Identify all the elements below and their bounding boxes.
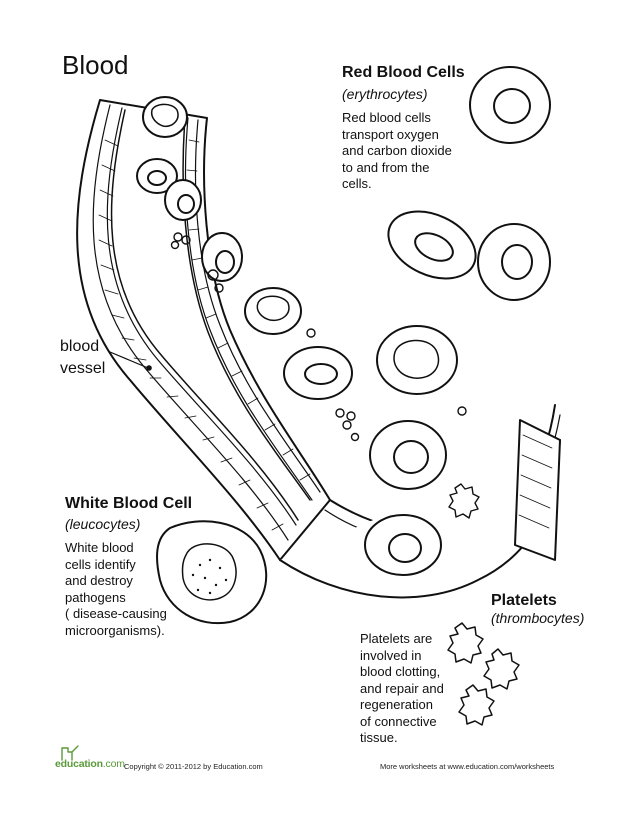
footer-more-worksheets: More worksheets at www.education.com/wor… xyxy=(380,762,555,771)
red-blood-cells-description: Red blood cells transport oxygen and car… xyxy=(342,110,452,191)
white-blood-cell-description: White blood cells identify and destroy p… xyxy=(65,540,167,638)
platelets-standalone xyxy=(447,622,520,726)
red-blood-cells-subtitle: (erythrocytes) xyxy=(342,86,428,102)
footer-logo-text: education.com xyxy=(55,758,125,770)
red-blood-cells-heading: Red Blood Cells xyxy=(342,64,465,81)
platelets-heading: Platelets xyxy=(491,592,557,609)
platelets-subtitle: (thrombocytes) xyxy=(491,610,585,626)
red-blood-cell-inside xyxy=(136,158,353,400)
white-blood-cell-subtitle: (leucocytes) xyxy=(65,516,141,532)
education-logo-icon xyxy=(61,745,79,761)
red-blood-cells-standalone xyxy=(387,66,551,301)
platelets-description: Platelets are involved in blood clotting… xyxy=(360,631,444,745)
platelets-inside xyxy=(170,232,480,519)
blood-vessel-label: blood vessel xyxy=(60,338,106,377)
vessel-leader-line xyxy=(109,351,152,371)
blood-vessel xyxy=(76,99,331,561)
page-title: Blood xyxy=(62,50,129,80)
white-blood-cell-heading: White Blood Cell xyxy=(65,495,193,512)
white-blood-cell-standalone xyxy=(156,520,268,625)
footer-copyright: Copyright © 2011-2012 by Education.com xyxy=(124,762,263,771)
white-blood-cell-inside xyxy=(142,96,458,395)
vessel-cross-section xyxy=(279,404,561,599)
